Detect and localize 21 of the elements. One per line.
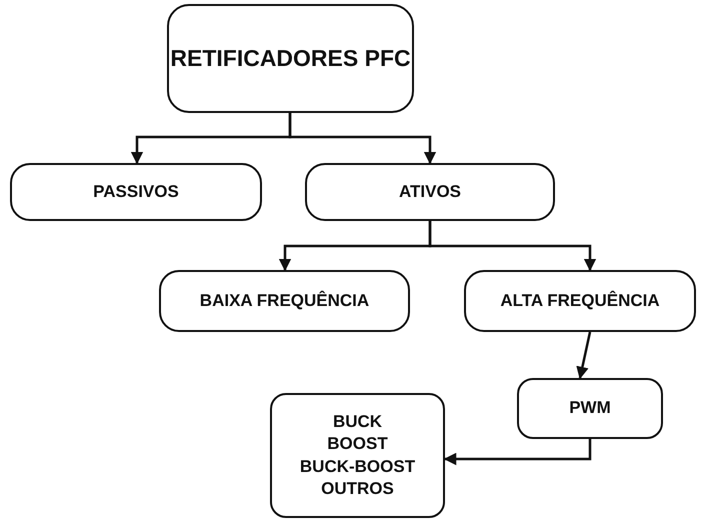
box-label: BUCK (332, 411, 382, 434)
box-label: BOOST (327, 433, 388, 456)
box-label: PASSIVOS (93, 180, 179, 203)
rounded-box (464, 270, 696, 332)
box-label: BAIXA FREQUÊNCIA (200, 290, 370, 312)
arrow (428, 221, 596, 272)
arrow (576, 332, 592, 380)
arrow (288, 113, 436, 164)
rounded-box (305, 163, 555, 221)
box-label: OUTROS (321, 478, 394, 500)
rounded-box (159, 270, 410, 332)
rounded-box (10, 163, 262, 221)
rounded-box (270, 393, 445, 518)
box-label: ALTA FREQUÊNCIA (500, 290, 660, 312)
rounded-box (517, 378, 663, 439)
arrow (444, 439, 592, 466)
box-label: BUCK-BOOST (300, 456, 416, 478)
box-label: PWM (569, 397, 611, 420)
box-label: ATIVOS (398, 180, 462, 203)
rounded-box (167, 4, 414, 113)
box-label: RETIFICADORES PFC (170, 44, 411, 73)
